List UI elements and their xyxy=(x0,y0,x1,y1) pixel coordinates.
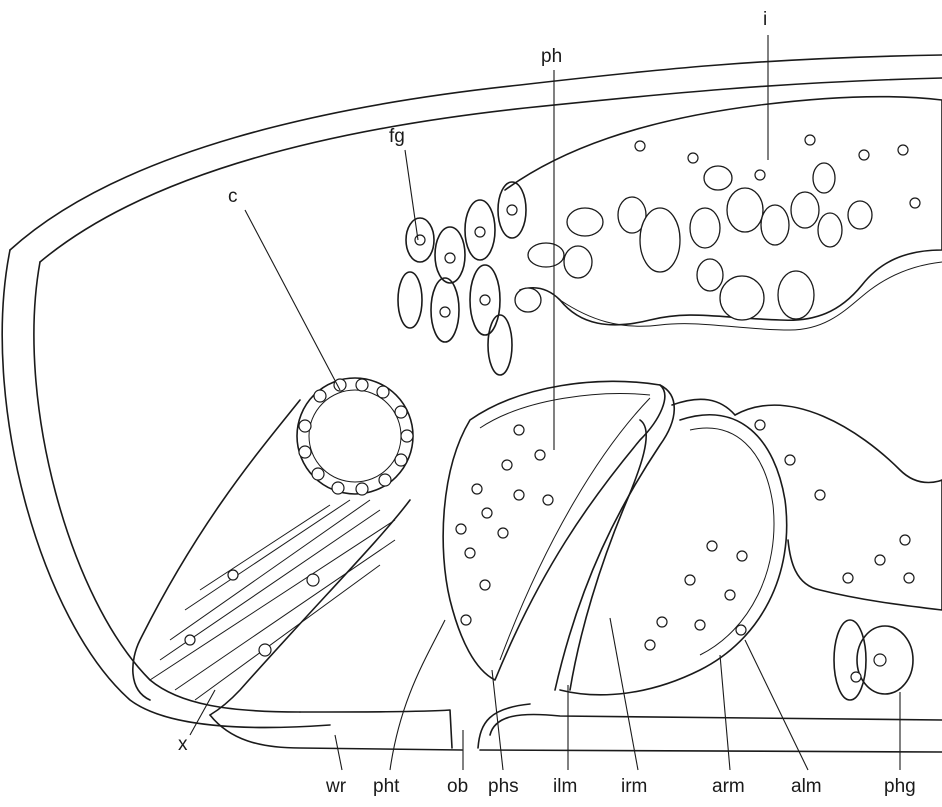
posterior-gland-cells xyxy=(735,405,942,700)
label-alm: alm xyxy=(791,776,822,797)
pharynx xyxy=(443,381,787,695)
label-i: i xyxy=(763,9,767,30)
muscle-fibre-bundle xyxy=(133,400,410,715)
label-phs: phs xyxy=(488,776,519,797)
label-arm: arm xyxy=(712,776,745,797)
label-ilm: ilm xyxy=(553,776,577,797)
anterior-gland-cells xyxy=(398,182,526,375)
label-leaders xyxy=(190,35,900,770)
label-ph: ph xyxy=(541,46,562,67)
label-c: c xyxy=(228,186,238,207)
body-wall xyxy=(2,55,942,752)
label-ob: ob xyxy=(447,776,468,797)
label-x: x xyxy=(178,734,188,755)
figure-labels: i ph fg c x wr pht ob phs ilm irm arm al… xyxy=(178,9,916,797)
label-irm: irm xyxy=(621,776,647,797)
label-phg: phg xyxy=(884,776,916,797)
label-pht: pht xyxy=(373,776,400,797)
label-fg: fg xyxy=(389,126,405,147)
cerebral-ganglion xyxy=(297,378,413,495)
intestine xyxy=(505,97,942,330)
label-wr: wr xyxy=(325,776,347,797)
